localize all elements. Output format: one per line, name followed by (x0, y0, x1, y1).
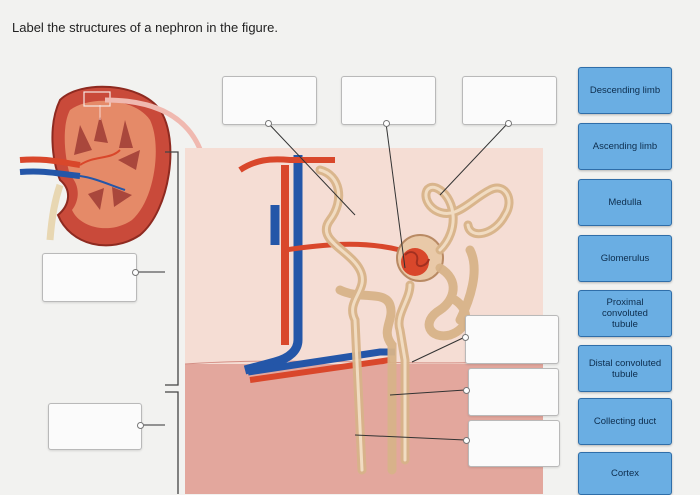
drop-target-right-1[interactable] (465, 315, 559, 364)
anchor-dot (132, 269, 139, 276)
drop-target-left-upper[interactable] (42, 253, 137, 302)
anchor-dot (265, 120, 272, 127)
label-proximal-convoluted-tubule[interactable]: Proximal convoluted tubule (578, 290, 672, 337)
anchor-dot (463, 437, 470, 444)
label-glomerulus[interactable]: Glomerulus (578, 235, 672, 282)
label-cortex[interactable]: Cortex (578, 452, 672, 495)
instruction-text: Label the structures of a nephron in the… (12, 20, 278, 35)
drop-target-left-lower[interactable] (48, 403, 142, 450)
label-descending-limb[interactable]: Descending limb (578, 67, 672, 114)
anchor-dot (383, 120, 390, 127)
anchor-dot (137, 422, 144, 429)
drop-target-right-3[interactable] (468, 420, 560, 467)
anchor-dot (505, 120, 512, 127)
label-distal-convoluted-tubule[interactable]: Distal convoluted tubule (578, 345, 672, 392)
kidney-illustration (19, 85, 172, 247)
drop-target-top-middle[interactable] (341, 76, 436, 125)
label-ascending-limb[interactable]: Ascending limb (578, 123, 672, 170)
label-medulla[interactable]: Medulla (578, 179, 672, 226)
drop-target-right-2[interactable] (468, 368, 559, 416)
anchor-dot (462, 334, 469, 341)
drop-target-top-right[interactable] (462, 76, 557, 125)
anchor-dot (463, 387, 470, 394)
drop-target-top-left[interactable] (222, 76, 317, 125)
label-collecting-duct[interactable]: Collecting duct (578, 398, 672, 445)
